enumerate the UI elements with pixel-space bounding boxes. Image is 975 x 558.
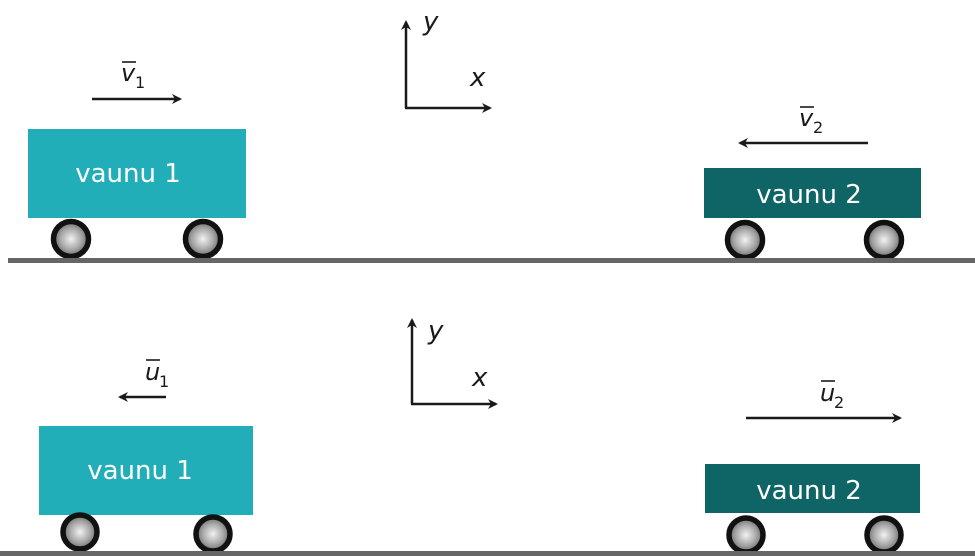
cart-2-body bbox=[704, 168, 921, 218]
velocity-v1: v 1 bbox=[92, 59, 182, 104]
wheel-icon bbox=[726, 515, 766, 555]
wheel-icon bbox=[60, 512, 100, 552]
wheel-icon bbox=[193, 514, 233, 554]
cart-1-before: vaunu 1 bbox=[28, 129, 246, 260]
cart-2-after: vaunu 2 bbox=[705, 464, 920, 555]
cart-2-label: vaunu 2 bbox=[756, 180, 862, 210]
wheel-icon bbox=[50, 218, 92, 260]
ground-line bbox=[8, 258, 975, 263]
v1-subscript: 1 bbox=[135, 73, 145, 92]
y-axis-label: y bbox=[422, 7, 439, 37]
wheel-icon bbox=[864, 515, 904, 555]
cart-1-label: vaunu 1 bbox=[87, 456, 193, 486]
u2-letter: u bbox=[820, 379, 835, 407]
x-axis-label: x bbox=[471, 363, 488, 393]
v2-subscript: 2 bbox=[813, 118, 823, 137]
u1-subscript: 1 bbox=[159, 372, 169, 391]
x-axis-label: x bbox=[469, 63, 486, 93]
v1-letter: v bbox=[121, 59, 136, 87]
wheel-icon bbox=[182, 218, 224, 260]
scene-after: y x u 1 vaunu 1 u 2 vaunu 2 bbox=[0, 316, 975, 556]
axes-before: y x bbox=[401, 7, 492, 113]
cart-1-label: vaunu 1 bbox=[75, 159, 181, 189]
cart-1-body bbox=[28, 129, 246, 218]
cart-2-body bbox=[705, 464, 920, 513]
u1-letter: u bbox=[145, 358, 160, 386]
cart-1-after: vaunu 1 bbox=[39, 426, 253, 554]
u2-subscript: 2 bbox=[834, 393, 844, 412]
cart-2-label: vaunu 2 bbox=[756, 476, 862, 506]
cart-1-body bbox=[39, 426, 253, 515]
axes-after: y x bbox=[407, 316, 498, 409]
velocity-u1: u 1 bbox=[118, 358, 169, 402]
scene-before: y x v 1 vaunu 1 v 2 vaunu 2 bbox=[8, 7, 975, 263]
wheel-icon bbox=[863, 219, 905, 261]
wheel-icon bbox=[724, 219, 766, 261]
v2-letter: v bbox=[799, 104, 814, 132]
cart-2-before: vaunu 2 bbox=[704, 168, 921, 261]
velocity-v2: v 2 bbox=[738, 104, 868, 148]
ground-line bbox=[0, 551, 975, 556]
velocity-u2: u 2 bbox=[746, 379, 902, 423]
y-axis-label: y bbox=[427, 316, 444, 346]
